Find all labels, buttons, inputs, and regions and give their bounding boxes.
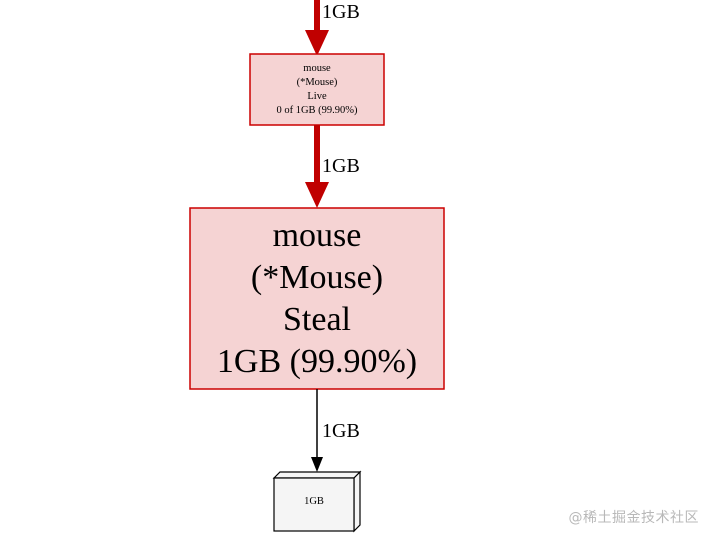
edge-label-live-steal: 1GB xyxy=(322,155,360,177)
edge-top-incoming: 1GB xyxy=(305,0,360,56)
node-live[interactable]: mouse (*Mouse) Live 0 of 1GB (99.90%) xyxy=(249,53,385,126)
node-live-type: (*Mouse) xyxy=(297,77,338,88)
node-steal-value: 1GB (99.90%) xyxy=(217,343,417,380)
node-alloc-label: 1GB xyxy=(304,496,324,507)
node-steal-type: (*Mouse) xyxy=(251,259,383,296)
watermark-text: @稀土掘金技术社区 xyxy=(568,510,699,526)
node-steal-kind: Steal xyxy=(283,301,351,338)
node-steal[interactable]: mouse (*Mouse) Steal 1GB (99.90%) xyxy=(189,207,445,390)
node-live-name: mouse xyxy=(303,63,331,74)
node-live-kind: Live xyxy=(307,91,327,102)
node-alloc-box[interactable]: 1GB xyxy=(272,470,362,533)
edge-steal-to-alloc: 1GB xyxy=(311,389,360,472)
edge-label-steal-alloc: 1GB xyxy=(322,420,360,442)
node-steal-name: mouse xyxy=(273,217,362,254)
edge-label-top: 1GB xyxy=(322,1,360,23)
edge-live-to-steal: 1GB xyxy=(305,125,360,208)
node-live-value: 0 of 1GB (99.90%) xyxy=(276,105,358,116)
